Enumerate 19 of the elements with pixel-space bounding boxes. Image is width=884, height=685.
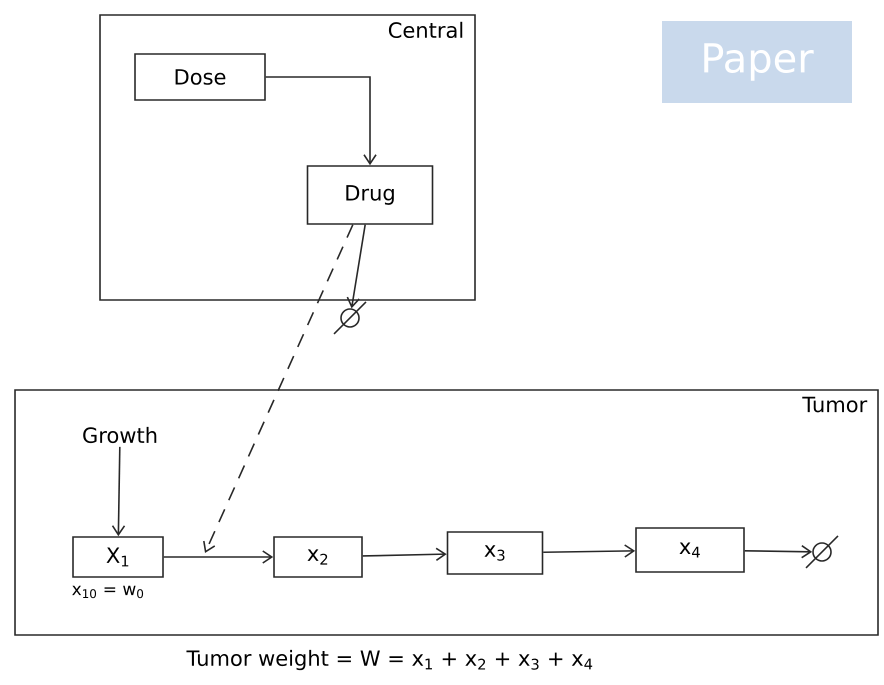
arrow [543, 544, 636, 558]
arrow [112, 446, 126, 536]
elimination-symbol [805, 535, 839, 569]
initial-condition: x$_{10}$ = w$_{0}$ [72, 586, 144, 598]
formula-text: Tumor weight = W = x$_{1}$ + x$_{2}$ + x$_{3}$ + x$_{4}$ [186, 650, 592, 670]
arrow [164, 550, 274, 564]
state-box: X$_{1}$ [72, 536, 164, 578]
arrow [346, 224, 366, 308]
state-box: Drug [306, 165, 434, 225]
arrow [203, 224, 354, 553]
arrow [266, 76, 377, 166]
state-box: x$_{2}$ [273, 536, 363, 578]
state-box: x$_{4}$ [635, 527, 745, 573]
state-box: x$_{3}$ [446, 531, 544, 575]
elimination-symbol [333, 301, 367, 335]
arrow [362, 548, 447, 561]
input-label: Growth [83, 426, 156, 444]
state-box: Dose [134, 53, 266, 101]
arrow [744, 545, 812, 558]
